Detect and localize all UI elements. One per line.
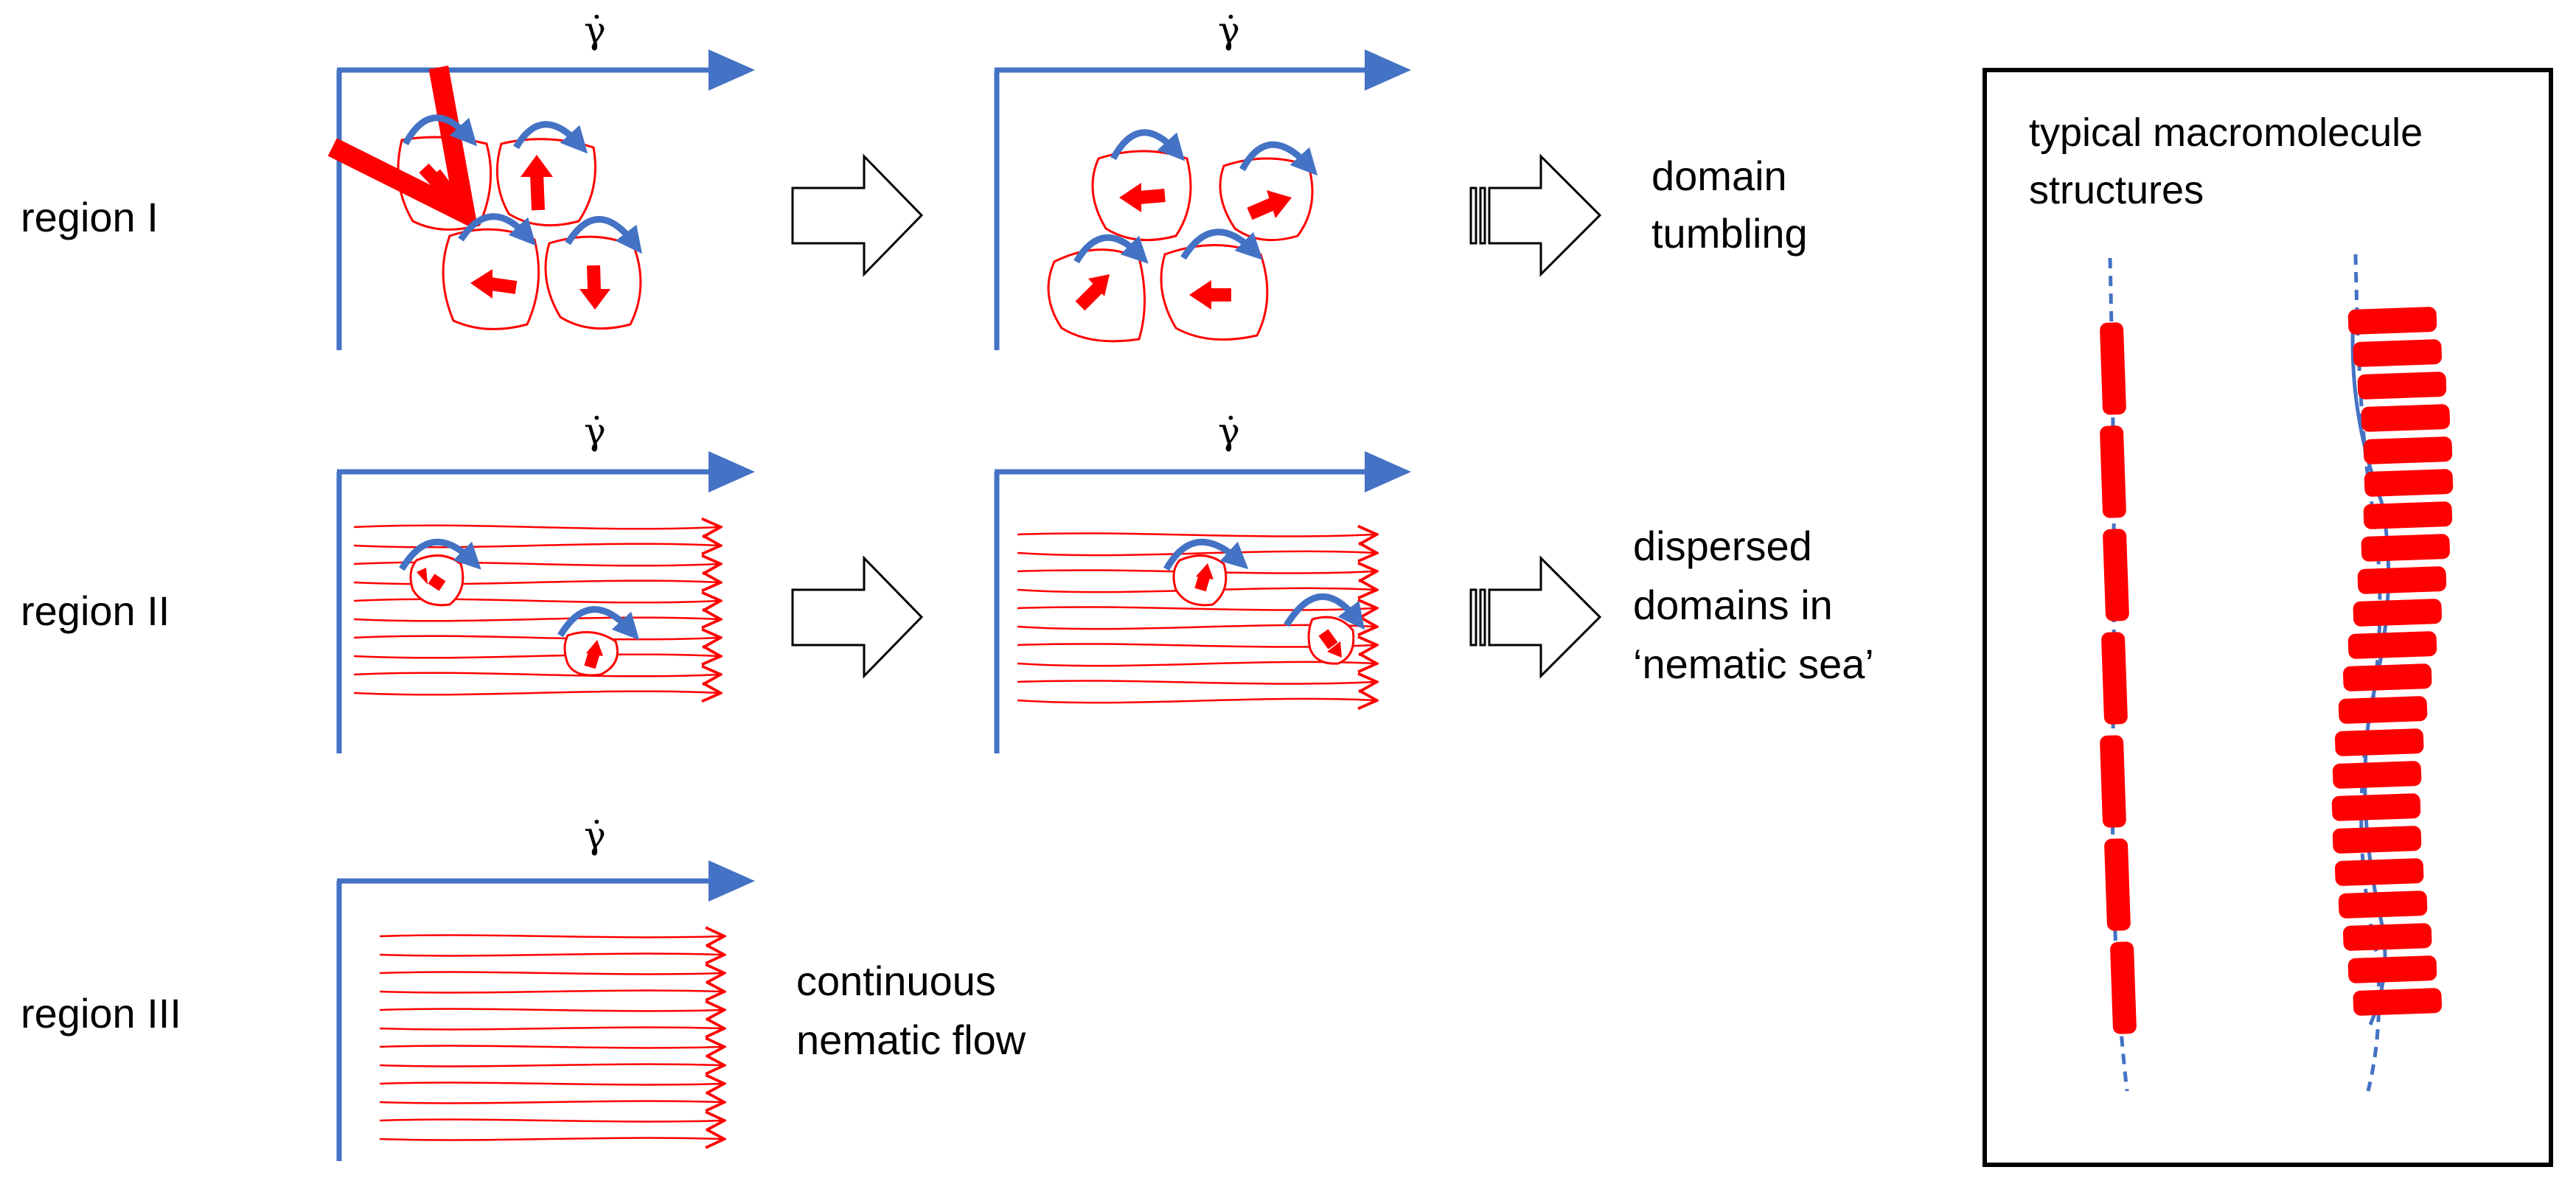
streamline [353, 581, 719, 585]
streamline [1017, 607, 1375, 610]
region-label-3: region III [21, 990, 181, 1037]
domain-cell [1160, 244, 1269, 341]
rod-segment [2363, 436, 2453, 464]
rod-segment [2347, 955, 2437, 983]
rod-segment [2361, 534, 2451, 562]
rod-segment [2100, 322, 2126, 415]
outcome-region-2-line-1: dispersed [1633, 523, 1812, 569]
streamline [1017, 662, 1375, 666]
domain-cell [1091, 150, 1192, 242]
region-1-after-domains [1047, 129, 1318, 343]
rod-segment [2332, 826, 2422, 854]
rod-segment [2332, 761, 2422, 789]
outcome-region-3-line-1: continuous [796, 958, 996, 1004]
streamline [379, 1101, 723, 1104]
macromolecule-structure-left [2100, 257, 2137, 1092]
rod-segment [2334, 858, 2424, 886]
streamlines-region-2-before [353, 526, 719, 695]
rod-segment [2342, 923, 2432, 951]
rod-segment [2103, 529, 2129, 621]
rod-segment [2353, 988, 2443, 1016]
shear-rate-symbol-1a: γ̇ [584, 9, 606, 52]
outcome-region-2-line-2: domains in [1633, 582, 1833, 628]
inset-title-line-1: typical macromolecule [2029, 111, 2423, 155]
rod-segment [2347, 631, 2437, 659]
shear-rate-symbol-2a: γ̇ [584, 410, 606, 453]
transition-arrow-region-1 [791, 153, 924, 277]
rod-segment [2104, 838, 2131, 931]
streamline [353, 691, 719, 695]
rod-segment [2357, 372, 2447, 400]
domain-cell [495, 138, 596, 227]
rod-segment [2334, 728, 2424, 756]
streamline [379, 1046, 723, 1048]
rod-segment [2338, 696, 2428, 724]
rod-segment [2100, 425, 2126, 518]
inset-frame [1983, 68, 2553, 1167]
streamline [379, 972, 723, 975]
outcome-region-1-line-1: domain [1651, 153, 1787, 199]
rod-segment [2353, 599, 2443, 627]
outcome-region-1-line-2: tumbling [1651, 210, 1808, 257]
region-2-before-domains [399, 538, 640, 677]
axes-region-2-before [336, 451, 755, 753]
streamline [353, 636, 719, 640]
rod-segment [2363, 501, 2453, 529]
domain-cell [1047, 248, 1146, 343]
rod-segment [2101, 632, 2128, 725]
streamline [379, 1120, 723, 1122]
region-1-before-domains [398, 118, 642, 330]
shear-rate-symbol-2b: γ̇ [1218, 410, 1240, 453]
streamline [353, 544, 719, 548]
rod-segment [2331, 793, 2421, 821]
rod-segment [2100, 735, 2126, 828]
streamline [379, 1083, 723, 1085]
streamline [353, 673, 719, 677]
domain-cell [1219, 157, 1314, 242]
result-arrow-region-1 [1469, 153, 1602, 277]
shear-rate-symbol-3: γ̇ [584, 814, 606, 857]
axes-region-2-after [994, 451, 1411, 753]
rod-segment [2110, 941, 2137, 1034]
streamline [1017, 533, 1375, 536]
streamline [379, 1028, 723, 1030]
rod-segment [2353, 339, 2443, 367]
rod-segment [2347, 307, 2437, 335]
streamlines-region-3 [379, 936, 723, 1140]
streamline [1017, 551, 1375, 555]
streamline [379, 1065, 723, 1067]
region-label-1: region I [21, 194, 159, 240]
axes-region-1-after [994, 49, 1411, 350]
axes-region-3 [336, 860, 755, 1161]
rod-segment [2364, 469, 2454, 497]
streamline [379, 936, 723, 938]
streamline [379, 991, 723, 993]
streamline [379, 1009, 723, 1011]
streamline [1017, 680, 1375, 683]
result-arrow-region-2 [1469, 555, 1602, 679]
outcome-region-2-line-3: ‘nematic sea’ [1633, 641, 1874, 687]
rod-segment [2338, 891, 2428, 919]
transition-arrow-region-2 [791, 555, 924, 679]
region-label-2: region II [21, 588, 170, 634]
rod-segment [2357, 566, 2447, 594]
region-2-after-domains [1163, 538, 1365, 665]
streamline [353, 526, 719, 529]
inset-title-line-2: structures [2029, 168, 2204, 212]
rod-segment [2361, 404, 2451, 432]
outcome-region-3-line-2: nematic flow [796, 1017, 1026, 1063]
streamline [353, 618, 719, 621]
shear-rate-symbol-1b: γ̇ [1218, 9, 1240, 52]
rod-segment [2342, 663, 2432, 691]
axes-region-1-before [336, 49, 755, 350]
streamline [353, 599, 719, 603]
macromolecule-structure-right [2331, 254, 2454, 1092]
streamline [379, 1138, 723, 1140]
streamline [1017, 699, 1375, 703]
streamline [379, 954, 723, 956]
domain-cell [544, 235, 642, 330]
streamline [353, 655, 719, 658]
